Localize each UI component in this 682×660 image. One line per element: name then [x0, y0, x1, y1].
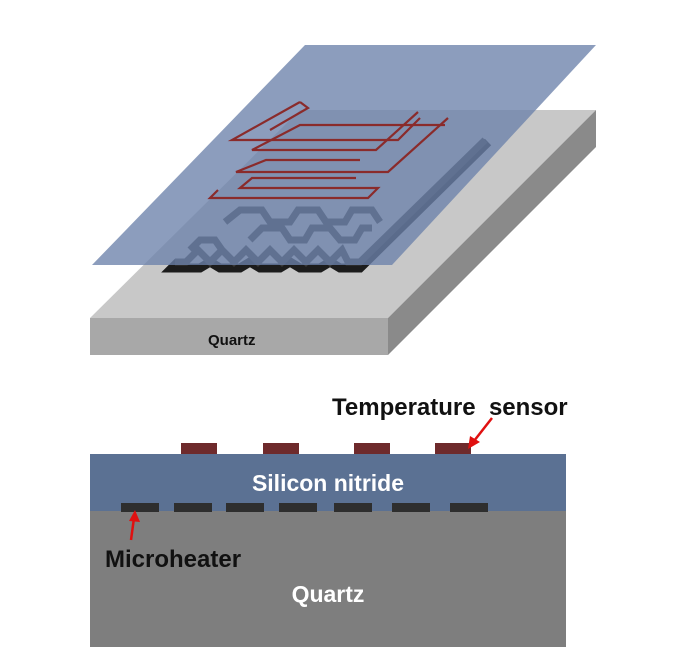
heater-block	[450, 503, 488, 512]
microheater-arrow	[129, 510, 140, 541]
heater-block	[121, 503, 159, 512]
sensor-arrow-head	[468, 436, 480, 449]
sensor-block	[263, 443, 299, 454]
temperature-sensors	[181, 443, 471, 454]
temperature-sensor-arrow	[468, 417, 493, 449]
temperature-sensor-label: Temperature sensor	[332, 394, 568, 421]
silicon-nitride-layer	[90, 454, 566, 511]
heater-block	[334, 503, 372, 512]
sensor-block	[435, 443, 471, 454]
sensor-trace-1	[227, 101, 421, 142]
sensor-trace-4	[207, 176, 381, 200]
quartz-front-face	[90, 318, 388, 355]
sensor-trace-2	[251, 111, 445, 152]
silicon-nitride-sheet	[92, 45, 596, 265]
quartz-top-label: Quartz	[208, 332, 256, 349]
heater-arrow-head	[129, 510, 140, 522]
quartz-substrate-section	[90, 511, 566, 647]
heater-block	[279, 503, 317, 512]
quartz-section-label: Quartz	[292, 581, 365, 607]
microheater-blocks	[121, 503, 488, 512]
sensor-arrow-shaft	[473, 417, 493, 442]
heater-block	[174, 503, 212, 512]
cross-section-view: Temperature sensor Silicon nitride Micro…	[90, 394, 568, 647]
sensor-block	[354, 443, 390, 454]
heater-arrow-shaft	[129, 517, 136, 541]
silicon-nitride-label: Silicon nitride	[252, 470, 404, 496]
sensor-trace-5	[269, 101, 310, 131]
exploded-view: Quartz	[90, 45, 596, 355]
temperature-sensor-pattern	[207, 101, 449, 200]
heater-block	[392, 503, 430, 512]
microheater-label: Microheater	[105, 546, 241, 573]
heater-block	[226, 503, 264, 512]
sensor-trace-3	[235, 117, 449, 174]
sensor-block	[181, 443, 217, 454]
quartz-side-face	[388, 110, 596, 355]
